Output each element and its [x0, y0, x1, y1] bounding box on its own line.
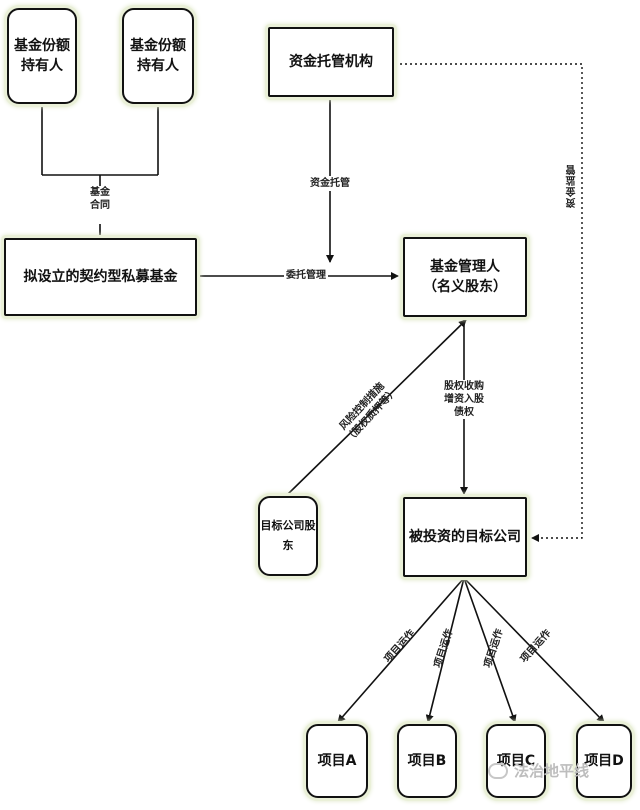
watermark-text: 法治地平线 — [514, 762, 590, 780]
entrust-label: 委托管理 — [284, 269, 328, 282]
project-b-arrow — [425, 577, 465, 723]
project-c-node: 项目C — [486, 724, 546, 798]
project-a-node: 项目A — [306, 724, 368, 798]
watermark: 法治地平线 — [488, 760, 589, 781]
supervision-label: 资金监管 — [566, 162, 579, 210]
fund-manager-node: 基金管理人 （名义股东） — [403, 237, 527, 317]
fund-contract-label: 基金 合同 — [90, 187, 110, 211]
target-shareholder-node: 目标公司股东 — [258, 496, 318, 576]
project-c-arrow — [463, 577, 517, 723]
fund-holder-node-b: 基金份额 持有人 — [122, 8, 194, 104]
project-d-arrow — [463, 577, 605, 723]
project-d-node: 项目D — [576, 724, 632, 798]
fund-holder-node-a: 基金份额 持有人 — [7, 8, 77, 104]
project-b-node: 项目B — [397, 724, 457, 798]
equity-investment-label: 股权收购 增资入股 债权 — [444, 380, 484, 419]
private-fund-node: 拟设立的契约型私募基金 — [4, 238, 197, 316]
risk-control-arrow — [287, 319, 467, 495]
wechat-icon — [488, 762, 508, 779]
fund-contract-connector — [41, 105, 159, 237]
supervision-dotted-arrow — [395, 63, 583, 542]
project-a-arrow — [337, 577, 465, 723]
custodian-node: 资金托管机构 — [268, 27, 394, 97]
custody-label: 资金托管 — [308, 176, 352, 191]
target-company-node: 被投资的目标公司 — [403, 497, 527, 577]
